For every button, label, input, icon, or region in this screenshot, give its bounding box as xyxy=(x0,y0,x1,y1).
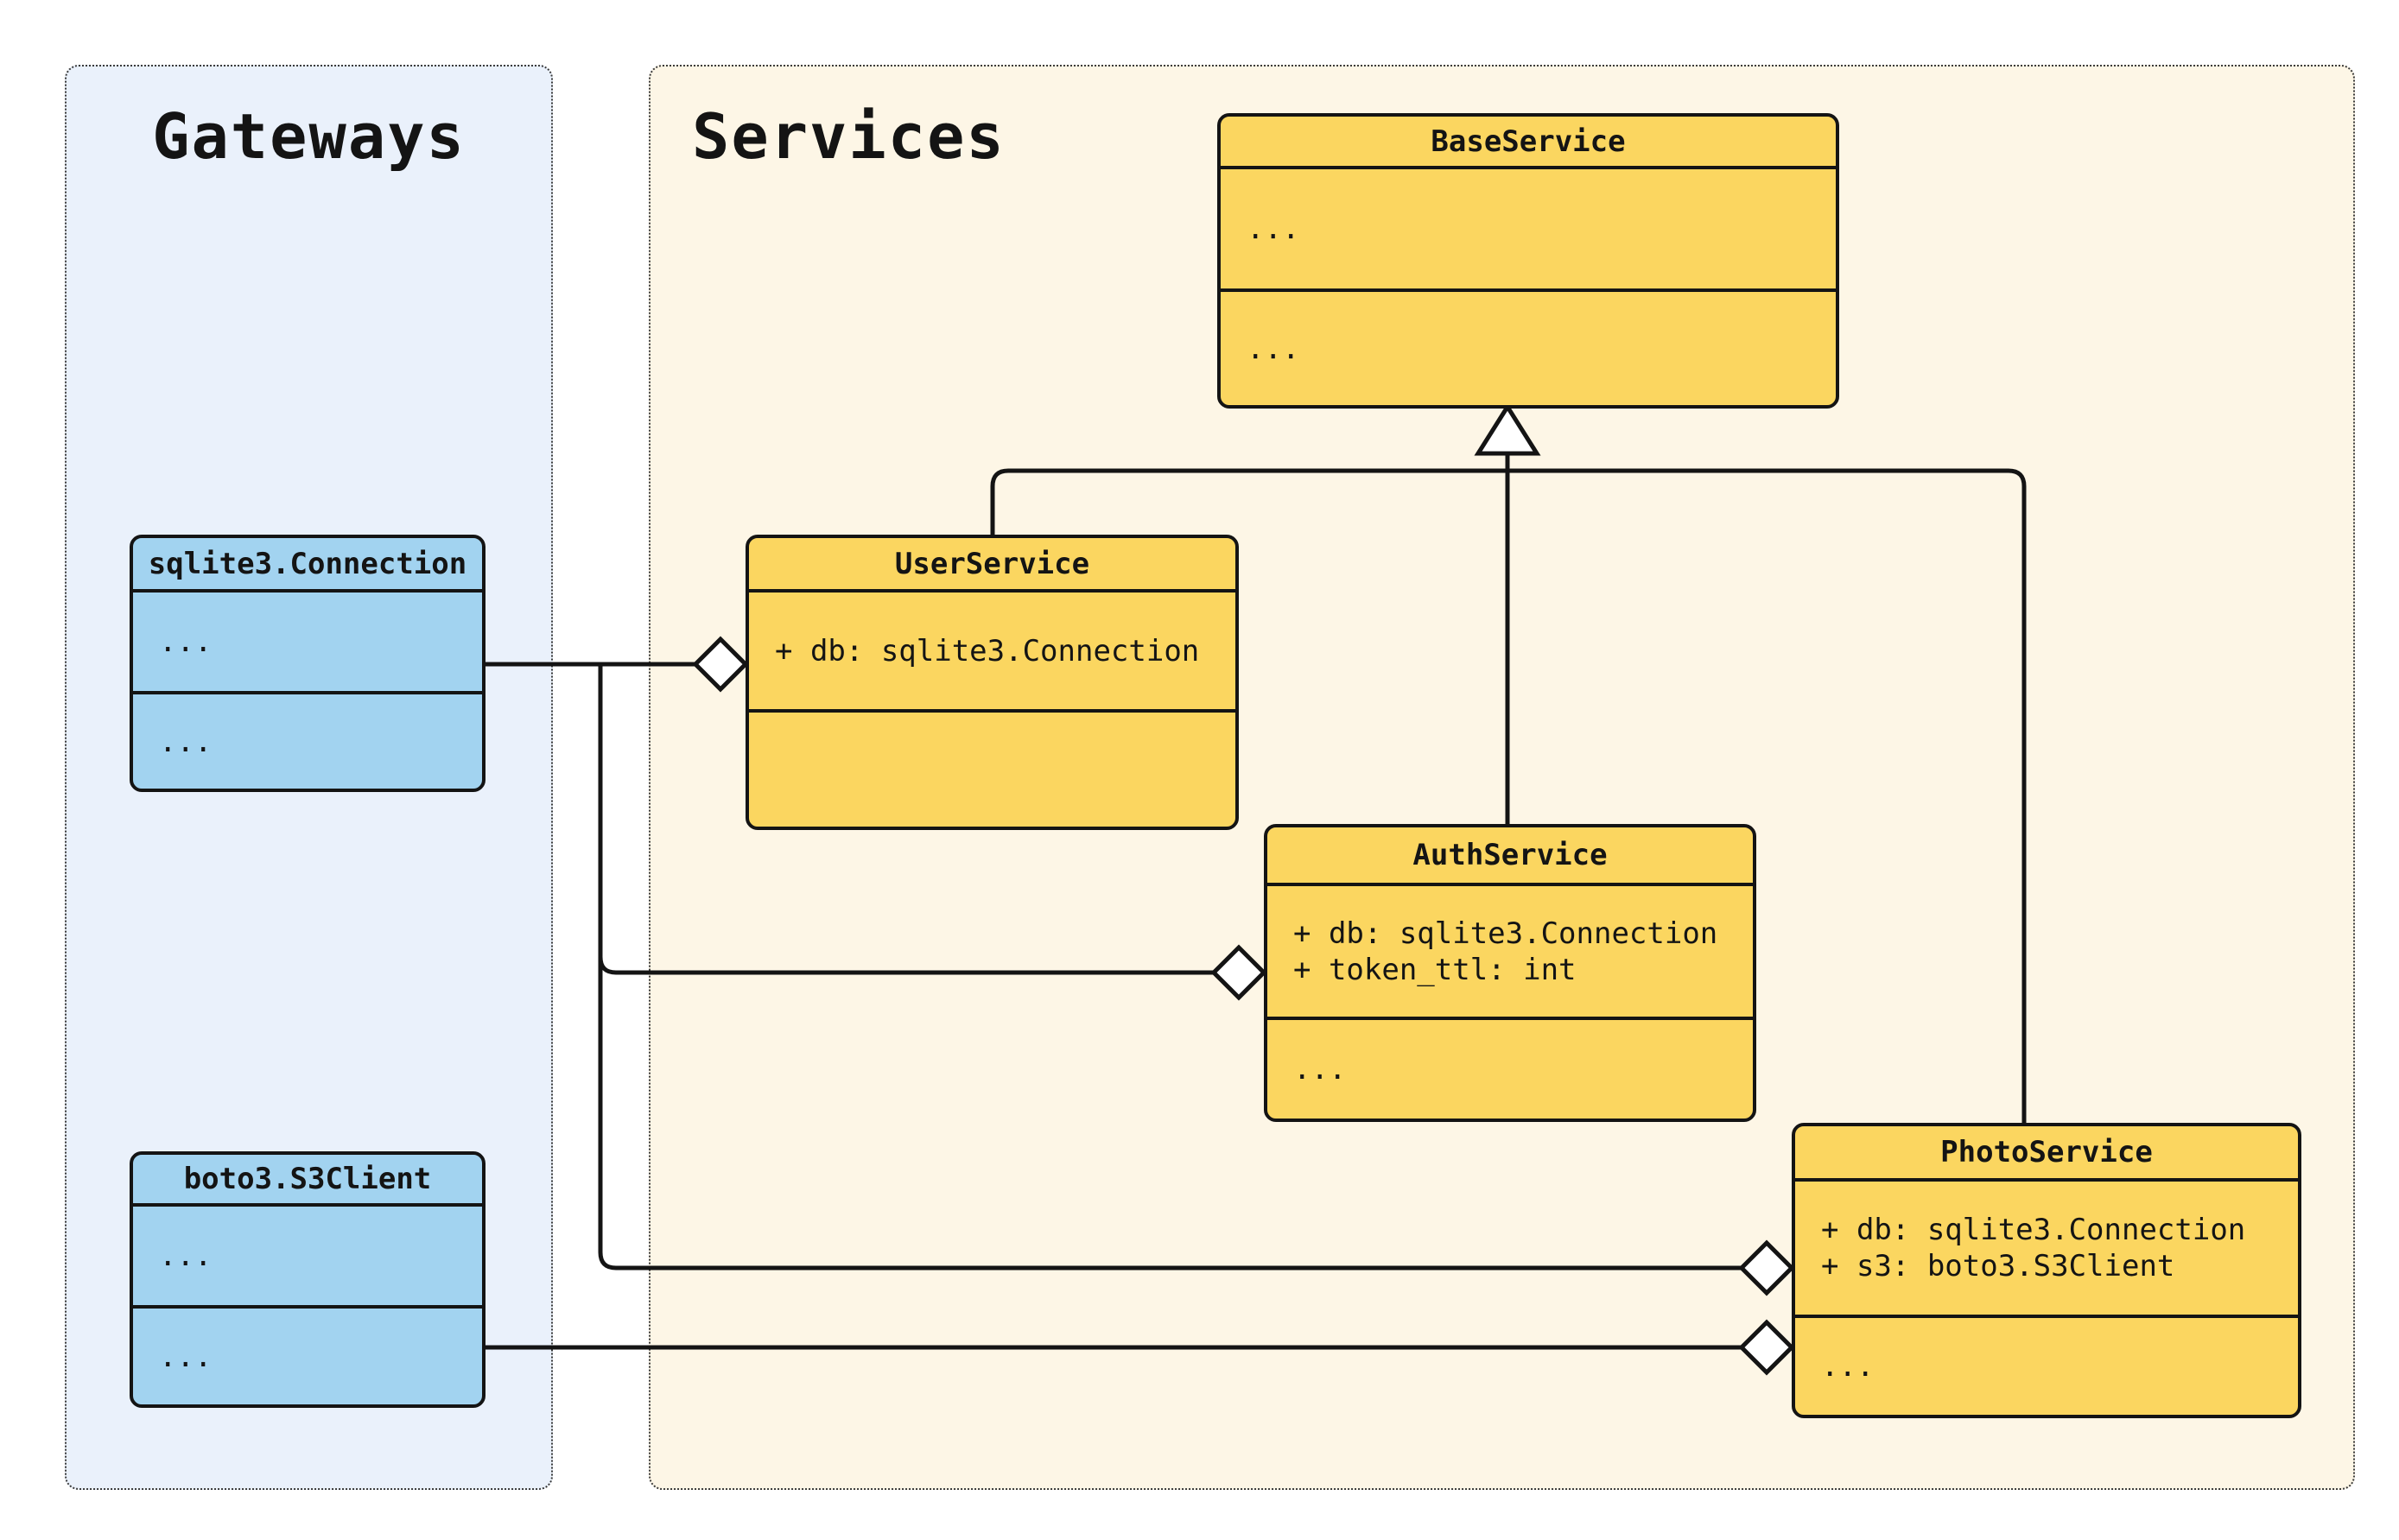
class-sqlite3-connection: sqlite3.Connection ... ... xyxy=(130,535,486,792)
method-line: ... xyxy=(1821,1349,1875,1384)
attribute-line: + db: sqlite3.Connection xyxy=(775,633,1200,669)
attribute-line: ... xyxy=(159,1239,213,1273)
aggregation-diamond-photo-db-icon xyxy=(1738,1239,1795,1296)
class-base-service-title: BaseService xyxy=(1221,117,1836,169)
class-boto3-s3client-attributes: ... xyxy=(133,1207,482,1309)
class-user-service: UserService + db: sqlite3.Connection xyxy=(746,535,1239,830)
class-base-service-attributes: ... xyxy=(1221,169,1836,292)
class-boto3-s3client-methods: ... xyxy=(133,1309,482,1404)
inheritance-triangle-icon xyxy=(1474,402,1541,456)
method-line: ... xyxy=(159,724,213,759)
attribute-line: + db: sqlite3.Connection xyxy=(1821,1213,2246,1247)
aggregation-trunk-sqlite xyxy=(598,664,1742,1271)
attribute-line: ... xyxy=(1247,212,1300,246)
class-sqlite3-connection-methods: ... xyxy=(133,694,482,789)
aggregation-diamond-photo-s3-icon xyxy=(1738,1319,1795,1376)
class-photo-service-methods: ... xyxy=(1795,1318,2298,1415)
class-photo-service-attributes: + db: sqlite3.Connection + s3: boto3.S3C… xyxy=(1795,1182,2298,1318)
class-base-service-methods: ... xyxy=(1221,292,1836,405)
class-auth-service-methods: ... xyxy=(1267,1020,1753,1119)
class-auth-service-title: AuthService xyxy=(1267,827,1753,886)
method-line: ... xyxy=(1293,1052,1347,1087)
class-boto3-s3client: boto3.S3Client ... ... xyxy=(130,1151,486,1408)
class-boto3-s3client-title: boto3.S3Client xyxy=(133,1155,482,1207)
class-photo-service-title: PhotoService xyxy=(1795,1126,2298,1182)
method-line: ... xyxy=(1247,331,1300,366)
class-user-service-attributes: + db: sqlite3.Connection xyxy=(749,593,1235,713)
class-base-service: BaseService ... ... xyxy=(1217,113,1839,409)
class-user-service-methods xyxy=(749,713,1235,827)
attribute-line: ... xyxy=(159,624,213,659)
attribute-line: + token_ttl: int xyxy=(1293,952,1577,987)
aggregation-edge-sqlite-to-auth xyxy=(598,956,1214,975)
attribute-line: + db: sqlite3.Connection xyxy=(1293,916,1718,951)
inheritance-rail-user-photo xyxy=(990,468,2027,1123)
class-auth-service: AuthService + db: sqlite3.Connection + t… xyxy=(1264,824,1756,1122)
class-sqlite3-connection-title: sqlite3.Connection xyxy=(133,538,482,593)
class-user-service-title: UserService xyxy=(749,538,1235,593)
aggregation-diamond-user-icon xyxy=(692,636,749,693)
class-sqlite3-connection-attributes: ... xyxy=(133,593,482,694)
group-gateways-title: Gateways xyxy=(152,100,466,173)
method-line: ... xyxy=(159,1339,213,1374)
class-photo-service: PhotoService + db: sqlite3.Connection + … xyxy=(1792,1123,2301,1418)
aggregation-diamond-auth-icon xyxy=(1210,944,1267,1001)
group-services-title: Services xyxy=(692,100,1006,173)
class-auth-service-attributes: + db: sqlite3.Connection + token_ttl: in… xyxy=(1267,886,1753,1020)
attribute-line: + s3: boto3.S3Client xyxy=(1821,1249,2175,1283)
